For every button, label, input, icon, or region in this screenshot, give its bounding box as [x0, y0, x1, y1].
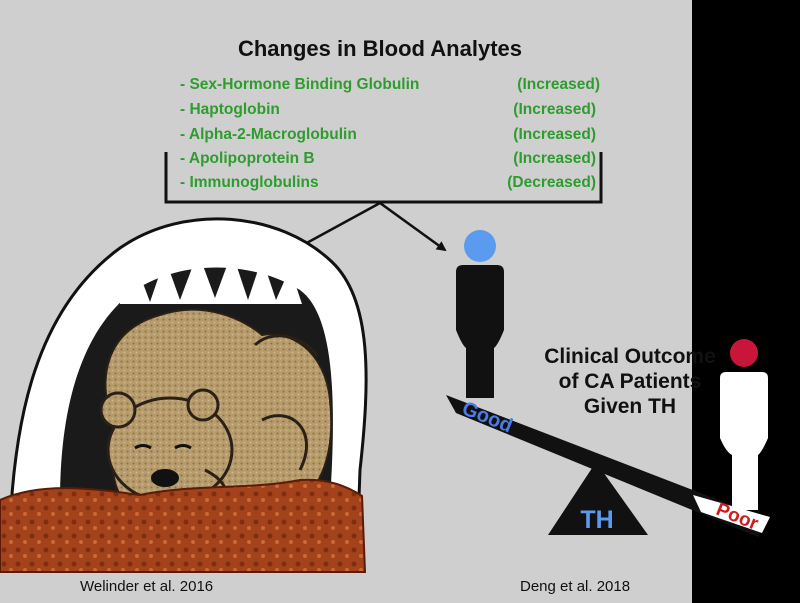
fulcrum-triangle	[548, 462, 648, 535]
clinical-line-2: of CA Patients	[558, 370, 702, 393]
analyte-row: - Alpha-2-Macroglobulin (Increased)	[180, 126, 596, 143]
analyte-row: - Haptoglobin (Increased)	[180, 101, 596, 118]
analyte-row: - Apolipoprotein B (Increased)	[180, 150, 596, 167]
figure-title: Changes in Blood Analytes	[237, 36, 522, 61]
citation-left: Welinder et al. 2016	[80, 578, 214, 595]
head-good	[464, 230, 496, 262]
rock-ground	[0, 478, 367, 573]
citation-right: Deng et al. 2018	[520, 578, 631, 595]
arrow-to-person	[379, 201, 447, 252]
bracket	[164, 152, 603, 204]
analyte-row: - Immunoglobulins (Decreased)	[180, 174, 596, 191]
sleeping-bear	[99, 308, 333, 513]
seesaw-plank	[446, 395, 768, 537]
fulcrum-label: TH	[580, 506, 613, 534]
clinical-line-3: Given TH	[583, 395, 677, 418]
stalactites	[120, 252, 302, 304]
analyte-row: - Sex-Hormone Binding Globulin (Increase…	[180, 76, 600, 93]
clinical-outcome-caption: Clinical Outcome of CA Patients Given TH	[500, 344, 760, 419]
person-poor-outcome	[720, 339, 768, 510]
analyte-list: - Sex-Hormone Binding Globulin (Increase…	[180, 74, 600, 198]
person-good-outcome	[456, 230, 504, 398]
seesaw-poor-segment	[693, 495, 770, 533]
clinical-line-1: Clinical Outcome	[544, 345, 716, 368]
head-poor	[730, 339, 758, 367]
